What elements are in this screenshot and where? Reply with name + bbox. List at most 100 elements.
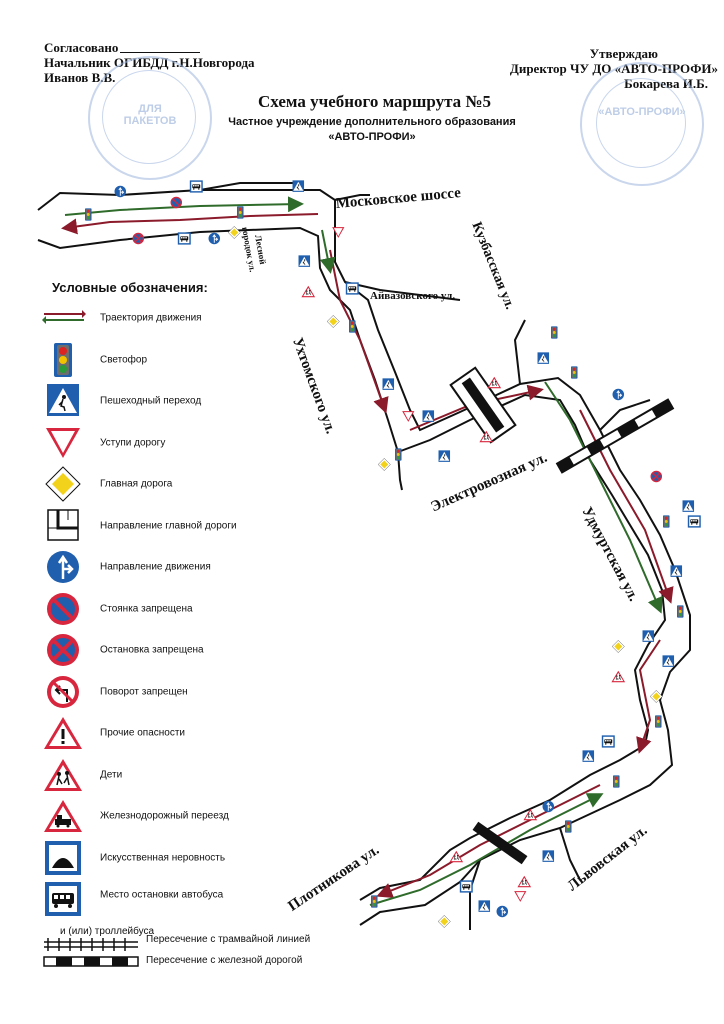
legend-item: Прочие опасности [40, 715, 340, 751]
legend-item: Траектория движения [40, 300, 340, 336]
children-icon [301, 285, 316, 298]
legend-title: Условные обозначения: [52, 280, 208, 295]
pedestrian-crossing-icon [662, 655, 675, 667]
main-road-icon [40, 466, 86, 502]
tram-crossing-mark [449, 366, 517, 444]
legend-item-label: Пешеходный переход [100, 395, 202, 407]
main-road-icon [649, 690, 663, 703]
main-road-icon [227, 226, 241, 239]
stamp-left: ДЛЯ ПАКЕТОВ [88, 56, 212, 180]
pedestrian-crossing-icon [438, 450, 451, 462]
speed-bump-icon [40, 840, 86, 876]
pedestrian-crossing-icon [40, 383, 86, 419]
page-subtitle-1: Частное учреждение дополнительного образ… [228, 116, 516, 128]
yield-icon [402, 411, 415, 422]
pedestrian-crossing-icon [670, 565, 683, 577]
legend-item: Светофор [40, 342, 340, 378]
other-dangers-icon [40, 715, 86, 751]
no-stopping-icon [650, 470, 663, 483]
bus-stop-icon [189, 180, 203, 193]
bus-stop-icon [459, 880, 473, 893]
legend-item-label: Искусственная неровность [100, 852, 226, 863]
no-parking-icon [170, 196, 183, 209]
bus-stop-icon [687, 515, 701, 528]
rail-line-bar [43, 956, 139, 967]
street-ayvazovskogo: Айвазовского ул. [370, 290, 456, 302]
signature-line-left [120, 52, 200, 53]
approve-position: Директор ЧУ ДО «АВТО-ПРОФИ» [509, 61, 718, 76]
direction-arrow-icon [40, 549, 86, 585]
legend-item: Железнодорожный переезд [40, 798, 340, 834]
pedestrian-crossing-icon [478, 900, 491, 912]
main-road-icon [437, 915, 451, 928]
legend-item-label: Дети [100, 769, 123, 780]
approve-label: Утверждаю [589, 46, 658, 61]
rail-crossing-mark-2 [472, 821, 528, 865]
trajectory-green [64, 196, 663, 906]
legend-item-label: Стоянка запрещена [100, 603, 193, 614]
legend-item-label: Главная дорога [100, 478, 173, 490]
legend-item-label: Железнодорожный переезд [100, 810, 229, 822]
main-road-icon [611, 640, 625, 653]
traffic-light-icon [85, 208, 92, 221]
traffic-light-icon [349, 320, 356, 333]
no-stopping-icon [132, 232, 145, 245]
traffic-light-icon [40, 342, 86, 378]
tram-crossing-label: Пересечение с трамвайной линией [146, 934, 311, 945]
bus-stop-icon [177, 232, 191, 245]
legend-item: Поворот запрещен [40, 674, 340, 710]
yield-icon [514, 891, 527, 902]
stamp-left-text: ДЛЯ ПАКЕТОВ [123, 103, 177, 127]
trajectory-arrows-icon [40, 300, 86, 336]
agreed-label: Согласовано [44, 40, 119, 55]
legend-item: Остановка запрещена [40, 632, 340, 668]
agreed-name: Иванов В.В. [44, 70, 116, 85]
bus-stop-icon [40, 881, 86, 917]
children-icon [487, 376, 502, 389]
legend-crossing-bars [43, 938, 139, 967]
traffic-light-icon [371, 895, 378, 908]
legend-item-label: Траектория движения [100, 312, 202, 324]
main-road-icon [377, 458, 391, 471]
traffic-light-icon [677, 605, 684, 618]
direction-arrow-icon [542, 800, 555, 813]
legend-item: Место остановки автобуса [40, 881, 340, 917]
legend-item: Дети [40, 757, 340, 793]
pedestrian-crossing-icon [682, 500, 695, 512]
legend-item-label: Направление главной дороги [100, 520, 237, 531]
pedestrian-crossing-icon [422, 410, 435, 422]
legend-item: Направление движения [40, 549, 340, 585]
legend-item: Уступи дорогу [40, 425, 340, 461]
legend-item: Направление главной дороги [40, 508, 340, 544]
pedestrian-crossing-icon [382, 378, 395, 390]
bus-stop-icon [345, 282, 359, 295]
bus-stop-icon [601, 735, 615, 748]
legend-item-label: Светофор [100, 354, 148, 365]
no-stopping-icon [40, 632, 86, 668]
legend-item-label: Уступи дорогу [100, 437, 166, 448]
map-signs [85, 180, 701, 928]
children-icon [449, 850, 464, 863]
direction-arrow-icon [612, 388, 625, 401]
direction-arrow-icon [208, 232, 221, 245]
tram-line-bar [44, 938, 138, 951]
main-road-icon [326, 315, 340, 328]
main-road-direction-icon [40, 508, 86, 544]
legend-item: Пешеходный переход [40, 383, 340, 419]
pedestrian-crossing-icon [537, 352, 550, 364]
legend-item-label: Место остановки автобуса [100, 889, 224, 901]
traffic-light-icon [237, 206, 244, 219]
legend-item-label: Поворот запрещен [100, 686, 188, 697]
children-icon [479, 430, 494, 443]
traffic-light-icon [571, 366, 578, 379]
stamp-right-text: «АВТО-ПРОФИ» [598, 106, 686, 118]
traffic-light-icon [551, 326, 558, 339]
traffic-light-icon [663, 515, 670, 528]
page-title: Схема учебного маршрута №5 [258, 92, 491, 111]
page-subtitle-2: «АВТО-ПРОФИ» [328, 131, 416, 143]
yield-icon [40, 425, 86, 461]
no-parking-icon [40, 591, 86, 627]
pedestrian-crossing-icon [642, 630, 655, 642]
direction-arrow-icon [114, 185, 127, 198]
